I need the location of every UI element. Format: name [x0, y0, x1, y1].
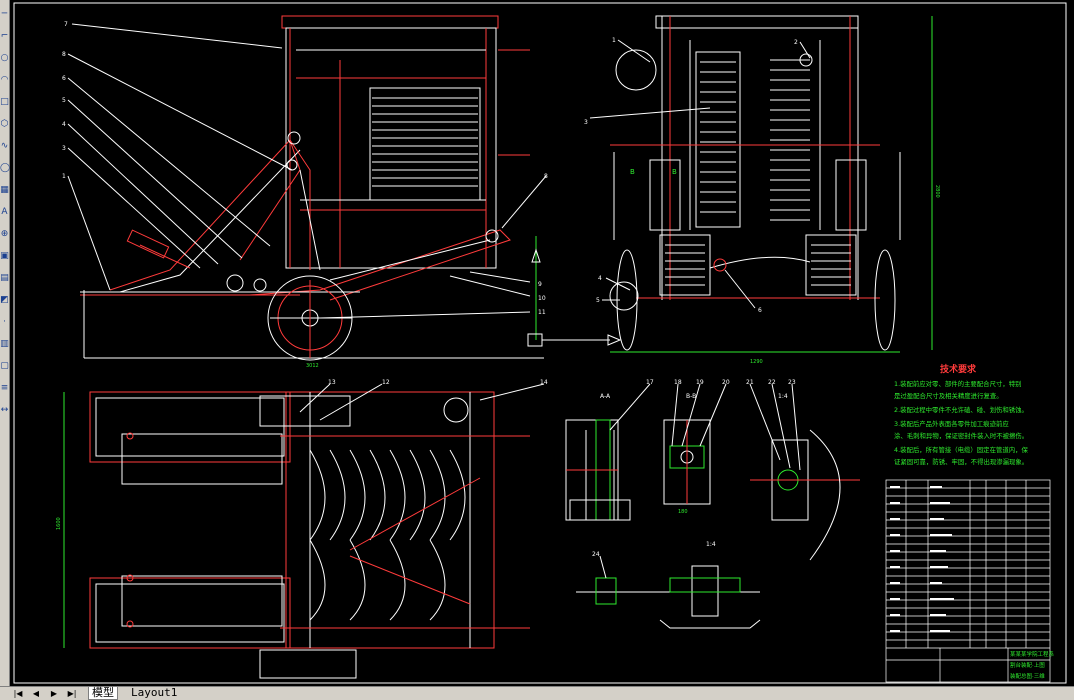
- svg-text:某某某学院工程系: 某某某学院工程系: [1010, 650, 1055, 658]
- svg-text:1.装配前应对零、部件的主要配合尺寸，特别: 1.装配前应对零、部件的主要配合尺寸，特别: [894, 379, 1022, 388]
- detail-labels: A-A B-B 1:4 1:4 17 18 19 20 21 22 23 24: [592, 379, 796, 558]
- svg-text:5: 5: [596, 297, 600, 304]
- title-block: 某某某学院工程系 割台装配·上图 装配总图·三维: [1010, 650, 1055, 680]
- left-toolbar: ─ ⌐ ○ ◠ □ ⬡ ∿ ◯ ▦ A ⊕ ▣ ▤ ◩ · ▥ ▢ ≡ ↔: [0, 0, 10, 686]
- svg-text:6: 6: [758, 307, 762, 314]
- svg-text:4: 4: [62, 121, 66, 128]
- svg-text:B-B: B-B: [686, 393, 696, 400]
- svg-text:2.装配过程中零件不允许磕、碰、划伤和锈蚀。: 2.装配过程中零件不允许磕、碰、划伤和锈蚀。: [894, 405, 1028, 414]
- technical-requirements: 技术要求 1.装配前应对零、部件的主要配合尺寸，特别 是过盈配合尺寸及相关精度进…: [894, 363, 1029, 466]
- polygon-icon[interactable]: ⬡: [0, 119, 9, 129]
- plan-view: [63, 383, 545, 679]
- block-icon[interactable]: ▣: [0, 251, 9, 261]
- polyline-icon[interactable]: ⌐: [0, 31, 9, 41]
- mtext-icon[interactable]: ≡: [0, 383, 9, 393]
- insert-icon[interactable]: ⊕: [0, 229, 9, 239]
- dim-front-width: 3012: [306, 363, 319, 369]
- side-balloons: 1 2 3 4 5 6: [584, 37, 798, 314]
- svg-text:1:4: 1:4: [706, 541, 716, 548]
- svg-text:20: 20: [722, 379, 730, 386]
- parts-list: [885, 479, 1051, 683]
- side-view: [589, 15, 933, 353]
- text-icon[interactable]: A: [1, 207, 8, 217]
- svg-text:4.装配后，所有管接（电缆）固定在管道内，保: 4.装配后，所有管接（电缆）固定在管道内，保: [894, 445, 1029, 454]
- svg-text:12: 12: [382, 379, 390, 386]
- boundary-icon[interactable]: ▢: [0, 361, 9, 371]
- svg-text:8: 8: [544, 173, 548, 180]
- svg-text:13: 13: [328, 379, 336, 386]
- tab-layout1[interactable]: Layout1: [128, 687, 181, 699]
- svg-text:14: 14: [540, 379, 548, 386]
- svg-text:18: 18: [674, 379, 682, 386]
- dim-detail-small: 180: [678, 509, 688, 515]
- tab-model[interactable]: 模型: [88, 687, 118, 700]
- svg-text:4: 4: [598, 275, 602, 282]
- parts-list-marks: [890, 486, 954, 632]
- table-icon[interactable]: ▤: [0, 273, 9, 283]
- first-tab-button[interactable]: |◀: [13, 689, 23, 698]
- svg-text:是过盈配合尺寸及相关精度进行复查。: 是过盈配合尺寸及相关精度进行复查。: [894, 391, 1003, 400]
- svg-text:3: 3: [584, 119, 588, 126]
- hatch-icon[interactable]: ▦: [0, 185, 9, 195]
- svg-text:11: 11: [538, 309, 546, 316]
- detail-views: [565, 383, 860, 629]
- ellipse-icon[interactable]: ◯: [0, 163, 11, 173]
- region-icon[interactable]: ◩: [0, 295, 9, 305]
- svg-text:装配总图·三维: 装配总图·三维: [1010, 672, 1045, 680]
- arc-icon[interactable]: ◠: [0, 75, 9, 85]
- svg-text:2: 2: [794, 39, 798, 46]
- dim-side-width: 1290: [750, 359, 763, 365]
- svg-text:1: 1: [62, 173, 66, 180]
- svg-text:7: 7: [64, 21, 68, 28]
- svg-text:24: 24: [592, 551, 600, 558]
- svg-text:涂、毛刺和异物，保证密封件装入时不被擦伤。: 涂、毛刺和异物，保证密封件装入时不被擦伤。: [894, 431, 1028, 440]
- front-balloons: 7 8 6 5 4 3 1 8 9 10 11: [62, 21, 548, 316]
- svg-text:3.装配后产品外表面各零件加工痕迹前应: 3.装配后产品外表面各零件加工痕迹前应: [894, 419, 1009, 428]
- gradient-icon[interactable]: ▥: [0, 339, 9, 349]
- dimension-icon[interactable]: ↔: [0, 405, 9, 415]
- prev-tab-button[interactable]: ◀: [32, 689, 40, 698]
- svg-text:22: 22: [768, 379, 776, 386]
- svg-text:8: 8: [62, 51, 66, 58]
- point-icon[interactable]: ·: [3, 317, 6, 327]
- rectangle-icon[interactable]: □: [0, 97, 9, 107]
- front-view: [67, 15, 622, 361]
- layout-tab-bar: |◀ ◀ ▶ ▶| 模型 Layout1: [0, 686, 1074, 700]
- svg-text:技术要求: 技术要求: [940, 363, 977, 375]
- svg-text:17: 17: [646, 379, 654, 386]
- svg-text:3: 3: [62, 145, 66, 152]
- svg-text:1: 1: [612, 37, 616, 44]
- svg-text:6: 6: [62, 75, 66, 82]
- drawing-border: [13, 2, 1067, 684]
- next-tab-button[interactable]: ▶: [50, 689, 58, 698]
- spline-icon[interactable]: ∿: [0, 141, 9, 151]
- view-marker-b-left: B: [630, 168, 635, 176]
- plan-balloons: 13 12 14: [328, 379, 548, 386]
- last-tab-button[interactable]: ▶|: [67, 689, 77, 698]
- circle-icon[interactable]: ○: [0, 53, 9, 63]
- drawing-canvas[interactable]: 7 8 6 5 4 3 1 8 9 10 11 3012: [10, 0, 1074, 686]
- svg-text:1:4: 1:4: [778, 393, 788, 400]
- svg-text:23: 23: [788, 379, 796, 386]
- svg-text:21: 21: [746, 379, 754, 386]
- svg-text:割台装配·上图: 割台装配·上图: [1010, 661, 1045, 669]
- view-marker-b-right: B: [672, 168, 677, 176]
- svg-text:10: 10: [538, 295, 546, 302]
- svg-text:A-A: A-A: [600, 393, 611, 400]
- svg-text:9: 9: [538, 281, 542, 288]
- svg-text:证紧固可靠，防锈、牢固，不得出现渗漏现象。: 证紧固可靠，防锈、牢固，不得出现渗漏现象。: [894, 457, 1028, 466]
- svg-text:5: 5: [62, 97, 66, 104]
- dim-plan-height: 1600: [56, 517, 62, 530]
- svg-text:19: 19: [696, 379, 704, 386]
- line-icon[interactable]: ─: [1, 9, 8, 19]
- dim-side-height: 2800: [934, 185, 940, 198]
